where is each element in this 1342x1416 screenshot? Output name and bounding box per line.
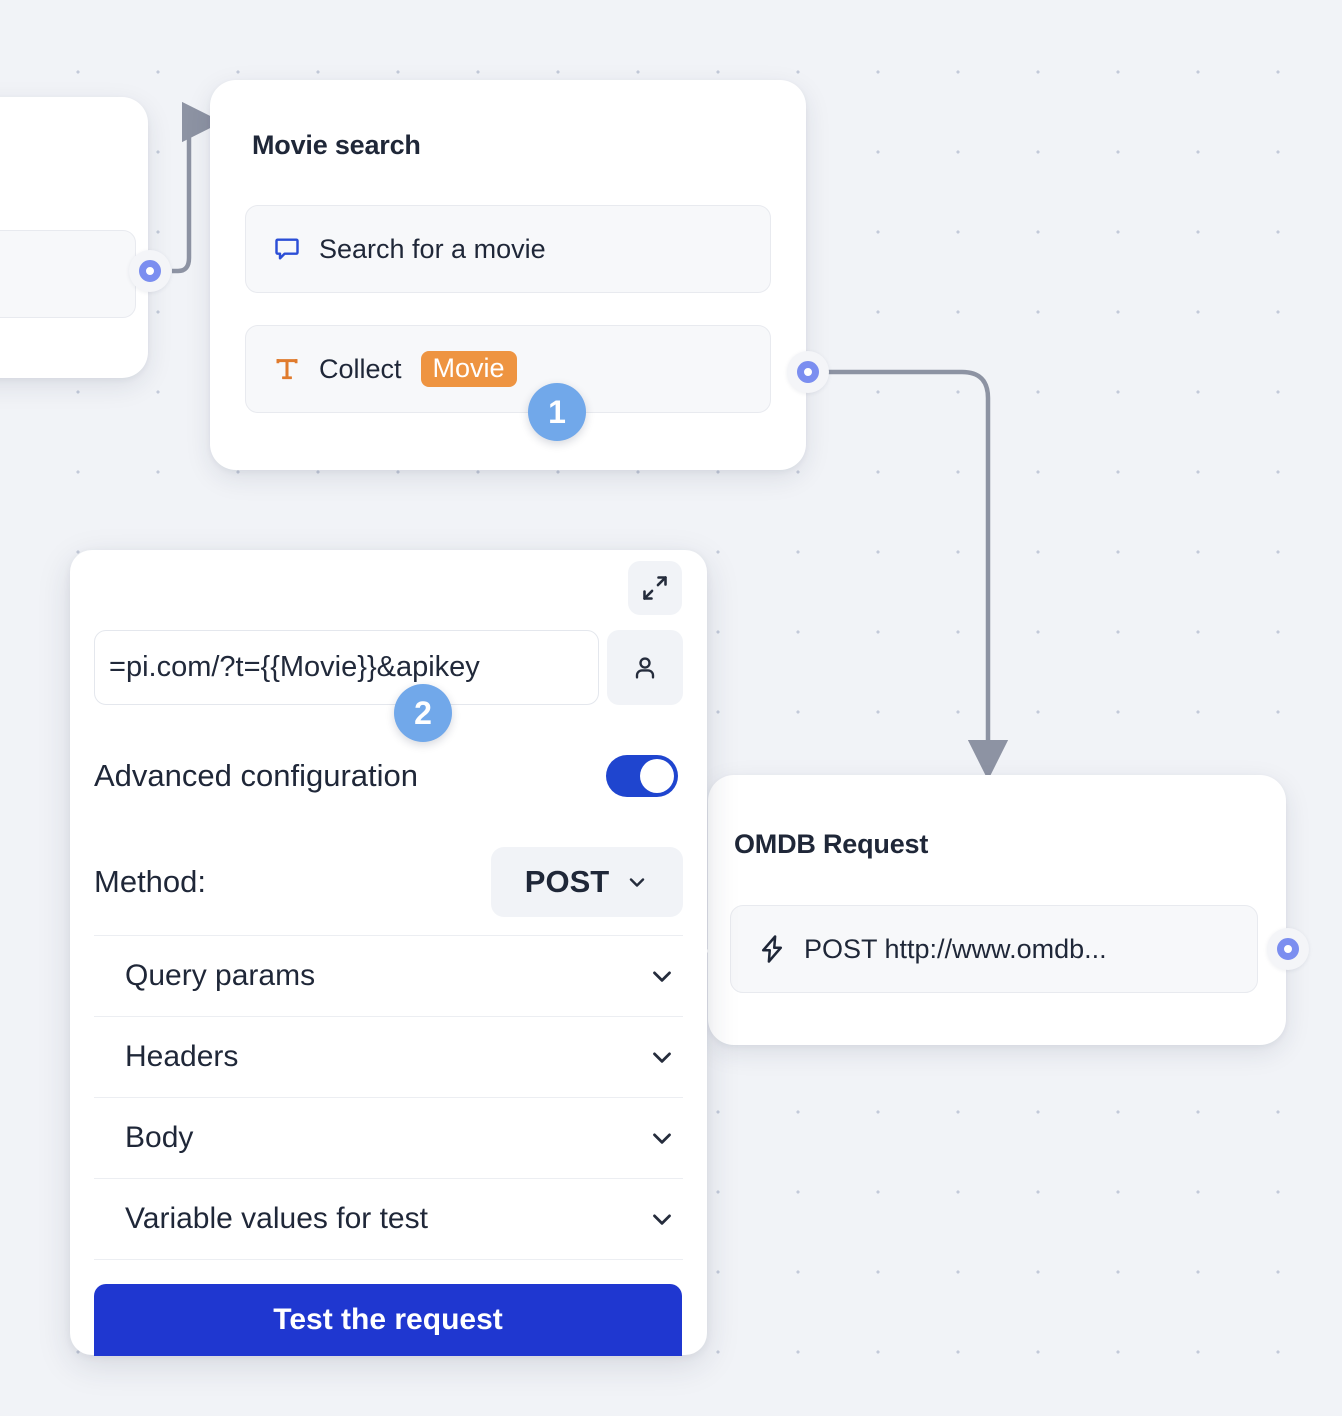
accordion-body[interactable]: Body bbox=[94, 1098, 683, 1179]
url-row bbox=[94, 630, 683, 705]
step-badge-2: 2 bbox=[394, 684, 452, 742]
accordion-query-params[interactable]: Query params bbox=[94, 936, 683, 1017]
node-row-search-label: Search for a movie bbox=[319, 233, 546, 264]
user-icon[interactable] bbox=[607, 630, 683, 705]
expand-diagonal-icon[interactable] bbox=[628, 561, 682, 615]
chevron-down-icon bbox=[653, 1052, 671, 1063]
node-partial-row[interactable] bbox=[0, 230, 136, 318]
node-movie-search[interactable]: Movie search Search for a movie bbox=[210, 80, 806, 470]
accordion-variable-values-label: Variable values for test bbox=[125, 1202, 428, 1235]
accordion-variable-values-for-test[interactable]: Variable values for test bbox=[94, 1179, 683, 1260]
accordion-headers[interactable]: Headers bbox=[94, 1017, 683, 1098]
text-variable-icon bbox=[272, 355, 302, 383]
advanced-configuration-row: Advanced configuration bbox=[94, 755, 683, 797]
connector-output-omdb[interactable] bbox=[1267, 928, 1309, 970]
method-row: Method: POST bbox=[94, 847, 683, 936]
accordion-headers-label: Headers bbox=[125, 1040, 239, 1073]
method-dropdown[interactable]: POST bbox=[491, 847, 683, 917]
accordion-body-label: Body bbox=[125, 1121, 194, 1154]
node-row-collect-label: Collect bbox=[319, 353, 402, 384]
node-movie-search-title: Movie search bbox=[252, 130, 421, 160]
connector-output-movie-search[interactable] bbox=[787, 351, 829, 393]
node-movie-search-rows: Search for a movie Collect M bbox=[245, 205, 771, 413]
chat-bubble-icon bbox=[272, 235, 302, 263]
advanced-configuration-label: Advanced configuration bbox=[94, 758, 419, 793]
request-url-input[interactable] bbox=[94, 630, 599, 705]
node-partial-left[interactable] bbox=[0, 97, 148, 378]
accordion-query-params-label: Query params bbox=[125, 959, 316, 992]
node-omdb-request[interactable]: OMDB Request POST http://www.omdb... bbox=[696, 775, 1286, 1045]
config-panel-body: Advanced configuration Method: POST Quer… bbox=[94, 630, 683, 1260]
chevron-down-icon bbox=[653, 971, 671, 982]
node-row-omdb-label: POST http://www.omdb... bbox=[804, 933, 1107, 964]
node-row-collect-movie[interactable]: Collect Movie bbox=[245, 325, 771, 413]
chevron-down-icon bbox=[653, 1133, 671, 1144]
chevron-down-icon bbox=[653, 1214, 671, 1225]
edge-movie-search-to-omdb bbox=[828, 369, 1009, 781]
connector-output-partial[interactable] bbox=[129, 250, 171, 292]
step-badge-1: 1 bbox=[528, 383, 586, 441]
node-row-search-for-a-movie[interactable]: Search for a movie bbox=[245, 205, 771, 293]
chevron-down-icon bbox=[630, 878, 645, 887]
advanced-configuration-toggle[interactable] bbox=[606, 755, 678, 797]
node-omdb-title: OMDB Request bbox=[734, 829, 929, 859]
request-config-panel[interactable]: Advanced configuration Method: POST Quer… bbox=[70, 550, 707, 1355]
node-row-omdb-post[interactable]: POST http://www.omdb... bbox=[730, 905, 1258, 993]
lightning-bolt-icon bbox=[757, 934, 787, 964]
test-the-request-button[interactable]: Test the request bbox=[94, 1284, 682, 1356]
method-label: Method: bbox=[94, 864, 207, 899]
variable-tag-movie[interactable]: Movie bbox=[420, 350, 517, 388]
method-value: POST bbox=[524, 864, 610, 899]
edge-partial-to-movie-search bbox=[172, 101, 223, 274]
